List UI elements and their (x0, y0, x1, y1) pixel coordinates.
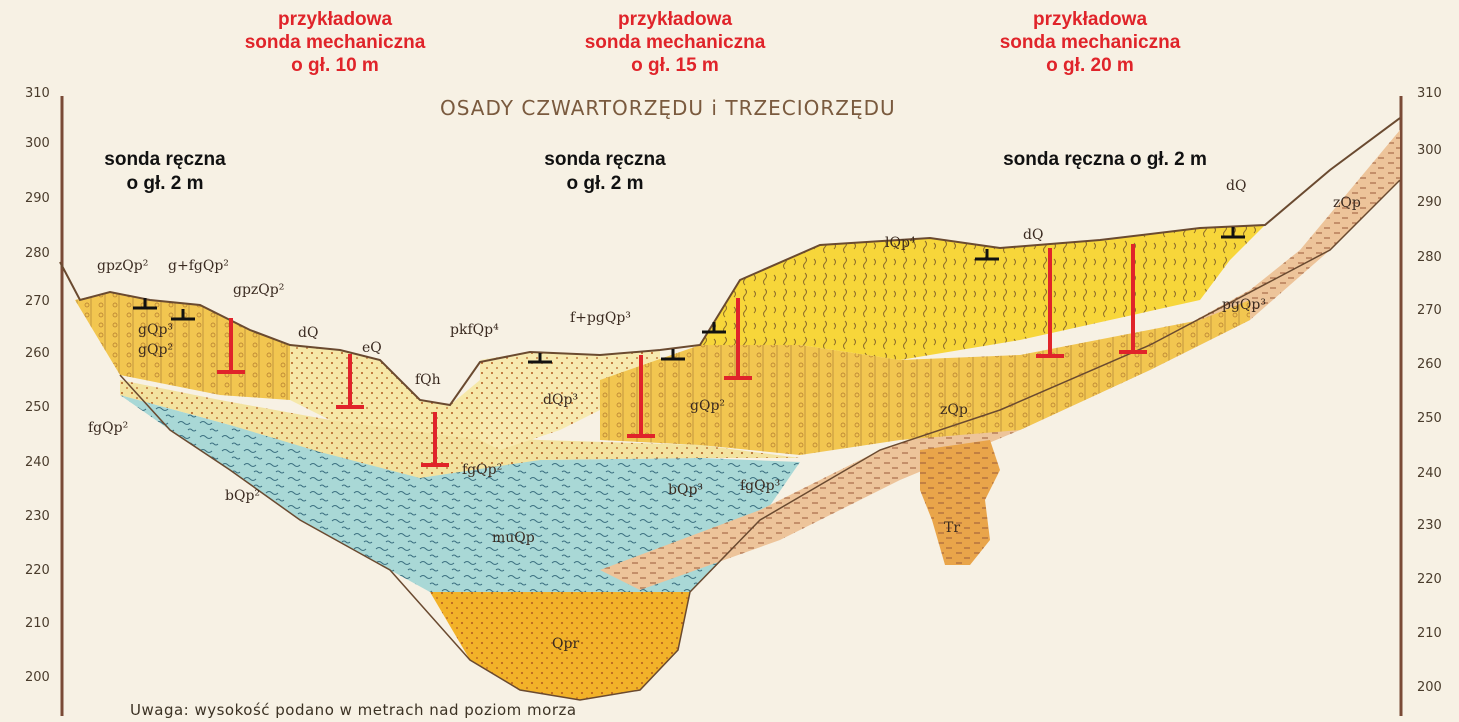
mechanical-probe-10m-a (217, 318, 245, 372)
mechanical-probe-20m-b (1119, 244, 1147, 352)
mechanical-probe-10m-b (336, 354, 364, 407)
elevation-note: Uwaga: wysokość podano w metrach nad poz… (130, 701, 577, 719)
hand-probe-marker-3 (528, 353, 552, 362)
hand-probe-marker-1 (133, 298, 157, 308)
mechanical-probe-20m-a (1036, 248, 1064, 356)
mechanical-probe-10m-c (421, 412, 449, 465)
hand-probe-marker-5 (702, 322, 726, 332)
mechanical-probe-15m-a (627, 355, 655, 436)
hand-probe-marker-7 (1221, 227, 1245, 237)
hand-probe-marker-2 (171, 309, 195, 319)
hand-probe-marker-6 (975, 249, 999, 259)
hand-probe-marker-4 (661, 349, 685, 359)
mechanical-probe-15m-b (724, 298, 752, 378)
